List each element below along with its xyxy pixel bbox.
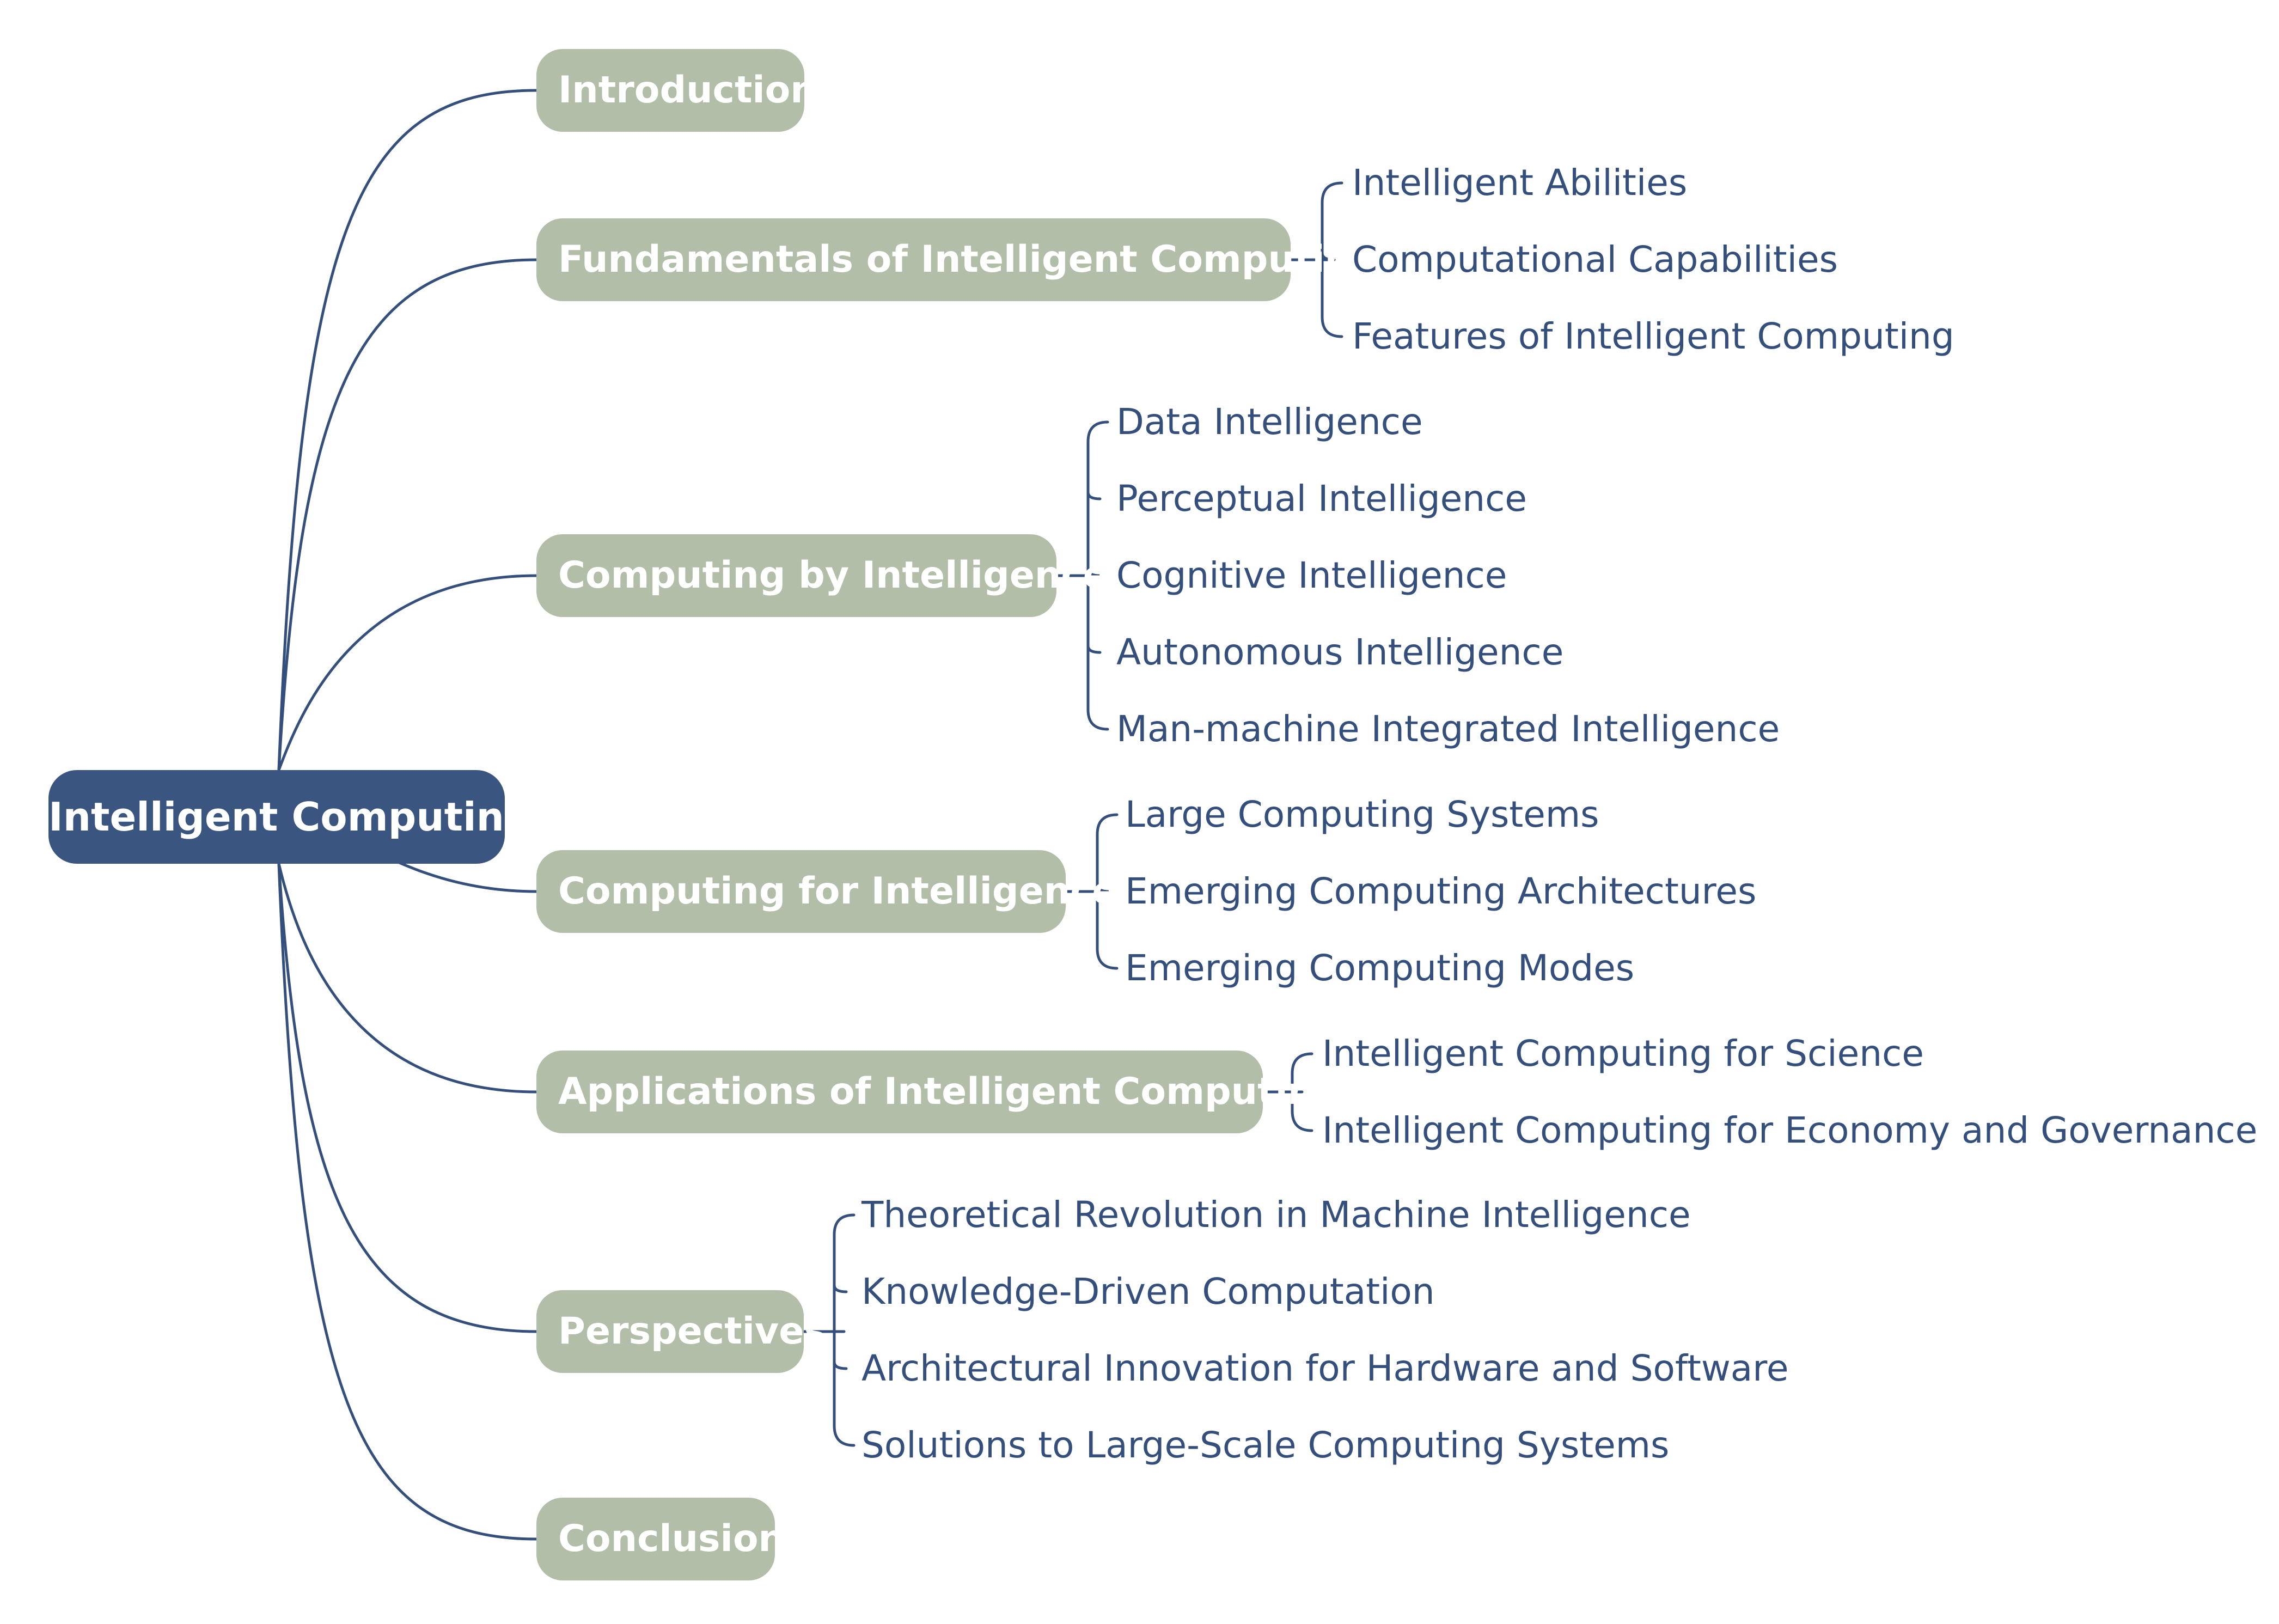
bracket-tick-1-2: [1086, 644, 1102, 654]
leaf-computational-capabilities[interactable]: Computational Capabilities: [1352, 239, 1838, 280]
bracket-spine-0: [1321, 181, 1343, 338]
branch-node-perspectives[interactable]: Perspectives: [536, 1290, 826, 1373]
leaf-intelligent-computing-for-economy-and-governance[interactable]: Intelligent Computing for Economy and Go…: [1322, 1109, 2258, 1151]
leaf-man-machine-integrated-intelligence[interactable]: Man-machine Integrated Intelligence: [1116, 708, 1780, 750]
leaf-large-computing-systems[interactable]: Large Computing Systems: [1125, 793, 1599, 835]
bracket-tick-0-0: [1321, 252, 1336, 261]
leaf-autonomous-intelligence[interactable]: Autonomous Intelligence: [1116, 631, 1564, 673]
branch-node-applications[interactable]: Applications of Intelligent Computing: [536, 1051, 1341, 1133]
branch-connector-4: [277, 862, 538, 1094]
leaf-intelligent-computing-for-science[interactable]: Intelligent Computing for Science: [1322, 1033, 1924, 1074]
branch-connector-0: [277, 89, 538, 772]
bracket-tick-1-0: [1086, 491, 1102, 500]
leaf-knowledge-driven-computation[interactable]: Knowledge-Driven Computation: [862, 1271, 1435, 1312]
leaf-cognitive-intelligence[interactable]: Cognitive Intelligence: [1116, 554, 1507, 596]
branch-connector-2: [277, 574, 538, 772]
root-node[interactable]: Intelligent Computing: [48, 770, 532, 864]
leaf-features-of-intelligent-computing[interactable]: Features of Intelligent Computing: [1352, 315, 1954, 357]
branch-node-fundamentals[interactable]: Fundamentals of Intelligent Computing: [536, 218, 1378, 301]
branch-node-introduction[interactable]: Introduction: [536, 49, 817, 132]
leaf-theoretical-revolution[interactable]: Theoretical Revolution in Machine Intell…: [862, 1194, 1691, 1236]
bracket-tick-1-1: [1086, 567, 1102, 577]
branch-connector-6: [277, 862, 538, 1541]
branch-node-conclusion[interactable]: Conclusion: [536, 1498, 785, 1580]
leaf-intelligent-abilities[interactable]: Intelligent Abilities: [1352, 162, 1688, 204]
branch-node-computing-by-intelligence[interactable]: Computing by Intelligence: [536, 534, 1108, 617]
leaf-data-intelligence[interactable]: Data Intelligence: [1116, 401, 1423, 443]
bracket-spine-2: [1096, 813, 1119, 970]
branch-connector-1: [277, 258, 538, 772]
bracket-tick-2-0: [1096, 883, 1111, 893]
leaf-architectural-innovation[interactable]: Architectural Innovation for Hardware an…: [862, 1347, 1789, 1389]
leaf-emerging-computing-architectures[interactable]: Emerging Computing Architectures: [1125, 870, 1757, 912]
leaf-solutions-to-large-scale-computing-systems[interactable]: Solutions to Large-Scale Computing Syste…: [862, 1424, 1670, 1466]
bracket-spine-3: [1291, 1052, 1313, 1132]
branch-node-computing-for-intelligence[interactable]: Computing for Intelligence: [536, 850, 1117, 933]
bracket-spine-1: [1086, 420, 1109, 731]
bracket-spine-4: [833, 1213, 856, 1447]
leaf-perceptual-intelligence[interactable]: Perceptual Intelligence: [1116, 478, 1528, 520]
bracket-tick-4-0: [833, 1284, 848, 1293]
branch-connector-5: [277, 862, 538, 1333]
leaf-emerging-computing-modes[interactable]: Emerging Computing Modes: [1125, 947, 1635, 989]
bracket-tick-4-1: [833, 1360, 848, 1370]
